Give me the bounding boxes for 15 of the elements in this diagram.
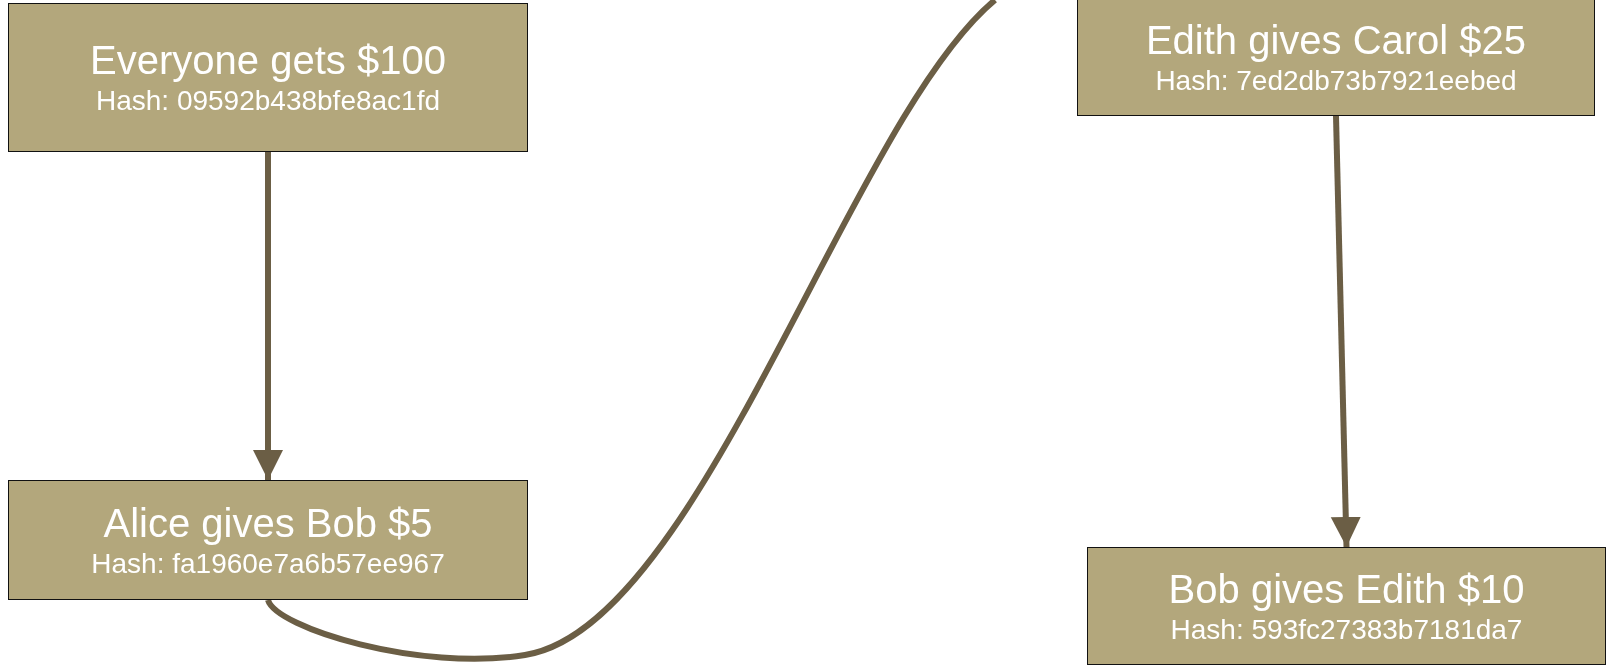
arrow bbox=[1330, 115, 1361, 548]
transaction-title: Alice gives Bob $5 bbox=[103, 499, 433, 546]
transaction-box bbox=[8, 3, 528, 152]
hash-text: Hash: 7ed2db73b7921eebed bbox=[1155, 63, 1517, 98]
transaction-title: Bob gives Edith $10 bbox=[1168, 565, 1525, 612]
hash-text: Hash: 09592b438bfe8ac1fd bbox=[95, 84, 441, 118]
hash-text: Hash: fa1960e7a6b57ee967 bbox=[91, 546, 445, 581]
hash-text: Hash: 593fc27383b7181da7 bbox=[1170, 612, 1523, 647]
connector-line bbox=[265, 0, 998, 662]
arrow bbox=[253, 152, 283, 480]
transaction-title: Everyone gets $100 bbox=[90, 37, 446, 83]
transaction-box bbox=[1087, 547, 1606, 665]
transaction-box bbox=[1077, 0, 1595, 116]
transaction-title: Edith gives Carol $25 bbox=[1145, 16, 1527, 63]
transaction-box bbox=[8, 480, 528, 600]
